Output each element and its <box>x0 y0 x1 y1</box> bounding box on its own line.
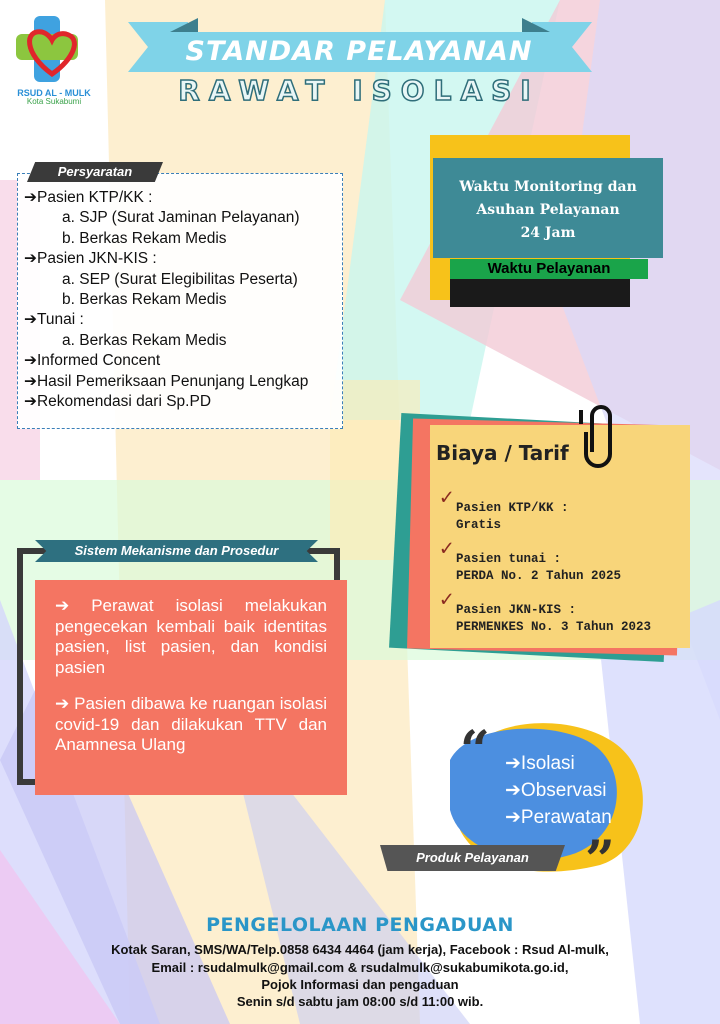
paperclip-icon <box>579 405 612 468</box>
footer-title: PENGELOLAAN PENGADUAN <box>206 914 514 936</box>
req-item: ➔Hasil Pemeriksaan Penunjang Lengkap <box>24 372 309 390</box>
produk-label: Produk Pelayanan <box>380 845 565 871</box>
logo-city: Kota Sukabumi <box>26 97 82 106</box>
waktu-line: Waktu Monitoring dan <box>459 179 637 195</box>
page-subtitle: RAWAT ISOLASI <box>178 73 540 108</box>
produk-item: ➔Observasi <box>505 780 607 801</box>
req-item: ➔Rekomendasi dari Sp.PD <box>24 393 212 411</box>
produk-item: ➔Perawatan <box>505 807 612 828</box>
page-title: STANDAR PELAYANAN <box>170 32 548 72</box>
waktu-label: Waktu Pelayanan <box>450 259 648 279</box>
req-subitem: b. Berkas Rekam Medis <box>62 291 227 309</box>
hospital-logo <box>16 16 78 82</box>
biaya-item: ✓Pasien KTP/KK :Gratis <box>440 486 569 533</box>
produk-item: ➔Isolasi <box>505 753 575 774</box>
footer-line: Senin s/d sabtu jam 08:00 s/d 11:00 wib. <box>236 994 484 1009</box>
check-icon: ✓ <box>440 588 454 613</box>
biaya-item: ✓Pasien JKN-KIS :PERMENKES No. 3 Tahun 2… <box>440 588 652 635</box>
check-icon: ✓ <box>440 537 454 562</box>
footer-line: Kotak Saran, SMS/WA/Telp.0858 6434 4464 … <box>111 942 609 957</box>
produk-blob: “ ” <box>450 720 643 880</box>
waktu-line: Asuhan Pelayanan <box>476 202 620 218</box>
logo-name: RSUD AL - MULK <box>17 88 91 98</box>
footer-line: Email : rsudalmulk@gmail.com & rsudalmul… <box>151 960 569 975</box>
waktu-shadow <box>450 279 630 307</box>
waktu-box: Waktu Monitoring dan Asuhan Pelayanan 24… <box>433 158 663 258</box>
req-item: ➔Pasien JKN-KIS : <box>24 250 157 268</box>
svg-text:“: “ <box>460 720 490 781</box>
waktu-line: 24 Jam <box>520 225 576 241</box>
req-item: ➔Pasien KTP/KK : <box>24 189 153 206</box>
biaya-note: Biaya / Tarif ✓Pasien KTP/KK :Gratis ✓Pa… <box>430 425 690 648</box>
footer-line: Pojok Informasi dan pengaduan <box>261 977 459 992</box>
req-item: ➔Informed Concent <box>24 352 161 370</box>
check-icon: ✓ <box>440 486 454 511</box>
prosedur-label: Sistem Mekanisme dan Prosedur <box>35 540 318 562</box>
prosedur-box: ➔ Perawat isolasi melakukan pengecekan k… <box>35 580 347 795</box>
svg-text:”: ” <box>585 830 615 880</box>
req-subitem: b. Berkas Rekam Medis <box>62 229 227 247</box>
req-subitem: a. Berkas Rekam Medis <box>62 331 227 349</box>
prosedur-item: ➔ Pasien dibawa ke ruangan isolasi covid… <box>55 694 327 754</box>
requirements-label: Persyaratan <box>27 162 163 182</box>
prosedur-item: ➔ Perawat isolasi melakukan pengecekan k… <box>55 596 327 677</box>
req-subitem: a. SJP (Surat Jaminan Pelayanan) <box>62 209 300 227</box>
biaya-item: ✓Pasien tunai :PERDA No. 2 Tahun 2025 <box>440 537 622 584</box>
biaya-title: Biaya / Tarif <box>436 441 569 465</box>
requirements-box: ➔Pasien KTP/KK : a. SJP (Surat Jaminan P… <box>17 173 343 429</box>
req-subitem: a. SEP (Surat Elegibilitas Peserta) <box>62 270 298 288</box>
req-item: ➔Tunai : <box>24 311 84 329</box>
